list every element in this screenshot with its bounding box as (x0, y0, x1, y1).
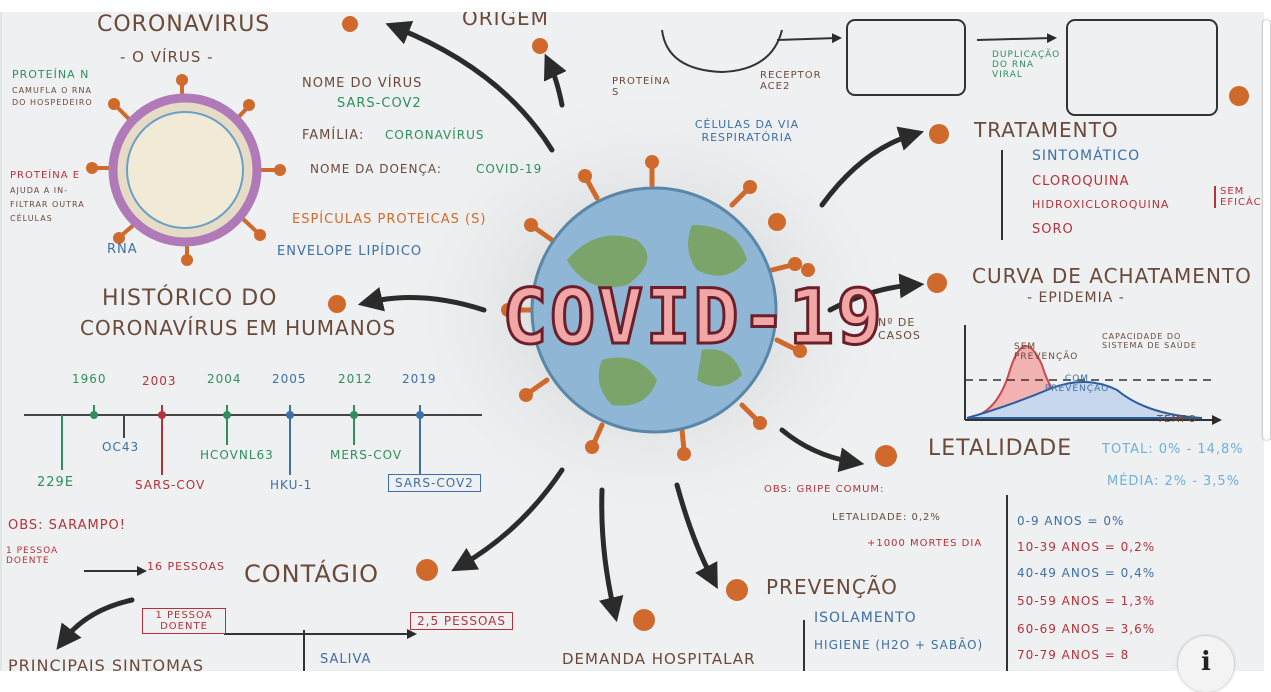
treatment-item-1: SINTOMÁTICO (1032, 148, 1141, 164)
name-mers-cov: MERS-COV (330, 448, 403, 462)
age-row-3: 40-49 ANOS = 0,4% (1017, 566, 1156, 580)
origin-sketches (661, 19, 1218, 116)
treatment-item-4: SORO (1032, 222, 1074, 237)
year-1960: 1960 (72, 372, 107, 386)
name-oc43: OC43 (102, 440, 140, 454)
family-label: FAMÍLIA: (302, 128, 365, 143)
lethality-media: MÉDIA: 2% - 3,5% (1107, 474, 1241, 489)
name-hku1: HKU-1 (270, 478, 313, 492)
history-subtitle: CORONAVÍRUS EM HUMANOS (80, 316, 397, 340)
year-2005: 2005 (272, 372, 307, 386)
flu-rate: LETALIDADE: 0,2% (832, 512, 941, 523)
age-row-5: 60-69 ANOS = 3,6% (1017, 622, 1156, 636)
treatment-item-3: HIDROXICLOROQUINA (1032, 198, 1170, 211)
small-virus-icons (328, 16, 1249, 631)
flu-note: OBS: GRIPE COMUM: (764, 484, 885, 495)
center-title: COVID-19 (500, 271, 885, 363)
year-2004: 2004 (207, 372, 242, 386)
age-row-4: 50-59 ANOS = 1,3% (1017, 594, 1156, 608)
year-2012: 2012 (338, 372, 373, 386)
protein-e-desc: AJUDA A IN- (10, 186, 68, 195)
contagion-title: CONTÁGIO (244, 560, 379, 588)
info-icon: i (1201, 647, 1211, 677)
scrollbar[interactable] (1262, 20, 1271, 440)
symptoms-label: PRINCIPAIS SINTOMAS (8, 656, 204, 675)
curve-ylabel: Nº DE CASOS (878, 316, 921, 342)
flu-deaths: +1000 MORTES DIA (867, 538, 983, 549)
curve-without-label: SEM PREVENÇÃO (1014, 342, 1079, 362)
protein-e-label: PROTEÍNA E (10, 170, 81, 181)
protein-s-label: PROTEÍNA S (612, 76, 671, 98)
receptor-label: RECEPTOR ACE2 (760, 70, 822, 92)
scrollbar-thumb[interactable] (1263, 20, 1270, 440)
protein-n-label: PROTEÍNA N (12, 68, 90, 81)
mind-map-arrows (56, 21, 925, 650)
measles-obs: OBS: SARAMPO! (8, 518, 126, 533)
name-sars-cov: SARS-COV (135, 478, 206, 492)
history-timeline (24, 405, 482, 475)
lethality-title: LETALIDADE (928, 436, 1073, 461)
replication-label: DUPLICAÇÃO DO RNA VIRAL (992, 50, 1061, 80)
prevention-title: PREVENÇÃO (766, 575, 898, 599)
name-hcovnl63: HCOVNL63 (200, 448, 274, 462)
virus-name-value: SARS-COV2 (337, 96, 422, 111)
rna-label: RNA (107, 242, 138, 257)
virus-subtitle: - O VÍRUS - (120, 48, 214, 66)
measles-one-person: 1 PESSOA DOENTE (6, 546, 59, 566)
measles-sixteen: 16 PESSOAS (147, 560, 226, 573)
age-row-2: 10-39 ANOS = 0,2% (1017, 540, 1156, 554)
curve-with-label: COM PREVENÇÃO (1044, 374, 1110, 394)
curve-xlabel: TEMPO (1157, 414, 1197, 425)
protein-e-desc3: CÉLULAS (10, 214, 53, 223)
globe-virus-drawing (501, 155, 807, 461)
family-value: CORONAVÍRUS (385, 128, 485, 142)
protein-e-desc2: FILTRAR OUTRA (10, 200, 85, 209)
history-title: HISTÓRICO DO (102, 286, 278, 311)
info-button[interactable]: i (1178, 636, 1234, 692)
curve-subtitle: - EPIDEMIA - (1027, 290, 1125, 306)
hospital-title: DEMANDA HOSPITALAR (562, 650, 756, 668)
contagion-box-left: 1 PESSOA DOENTE (142, 608, 226, 634)
saliva-label: SALIVA (320, 652, 372, 667)
treatment-item-2: CLOROQUINA (1032, 174, 1130, 189)
prevention-item-2: HIGIENE (H2O + SABÃO) (814, 638, 984, 652)
name-sars-cov2: SARS-COV2 (388, 474, 481, 492)
curve-title: CURVA DE ACHATAMENTO (972, 264, 1252, 288)
treatment-title: TRATAMENTO (974, 118, 1119, 142)
age-row-6: 70-79 ANOS = 8 (1017, 648, 1130, 662)
mind-map-image: CORONAVIRUS - O VÍRUS - PROTEÍNA N CAMUF… (0, 6, 1271, 675)
year-2019: 2019 (402, 372, 437, 386)
drawing-layer (24, 16, 1249, 671)
treatment-note: SEM EFICÁCIA (1214, 186, 1271, 208)
virus-name-label: NOME DO VÍRUS (302, 76, 423, 91)
branch-lines (84, 150, 1008, 671)
lethality-total: TOTAL: 0% - 14,8% (1102, 442, 1244, 457)
envelope-label: ENVELOPE LIPÍDICO (277, 244, 423, 259)
curve-capacity-label: CAPACIDADE DO SISTEMA DE SAÚDE (1102, 332, 1197, 350)
protein-n-desc: CAMUFLA O RNA (12, 86, 92, 95)
name-229e: 229E (37, 475, 75, 490)
age-row-1: 0-9 ANOS = 0% (1017, 514, 1125, 528)
prevention-item-1: ISOLAMENTO (814, 610, 917, 626)
cells-label: CÉLULAS DA VIA RESPIRATÓRIA (694, 118, 800, 144)
top-edge (0, 0, 1271, 12)
year-2003: 2003 (142, 374, 177, 388)
virus-title: CORONAVIRUS (97, 12, 271, 37)
contagion-box-right: 2,5 PESSOAS (410, 612, 514, 630)
flattening-curve-sketch (964, 325, 1222, 425)
disease-label: NOME DA DOENÇA: (310, 162, 442, 176)
disease-value: COVID-19 (476, 162, 543, 176)
protein-n-desc2: DO HOSPEDEIRO (12, 98, 93, 107)
virus-structure-drawing (86, 74, 286, 266)
spikes-label: ESPÍCULAS PROTEICAS (S) (292, 212, 487, 227)
